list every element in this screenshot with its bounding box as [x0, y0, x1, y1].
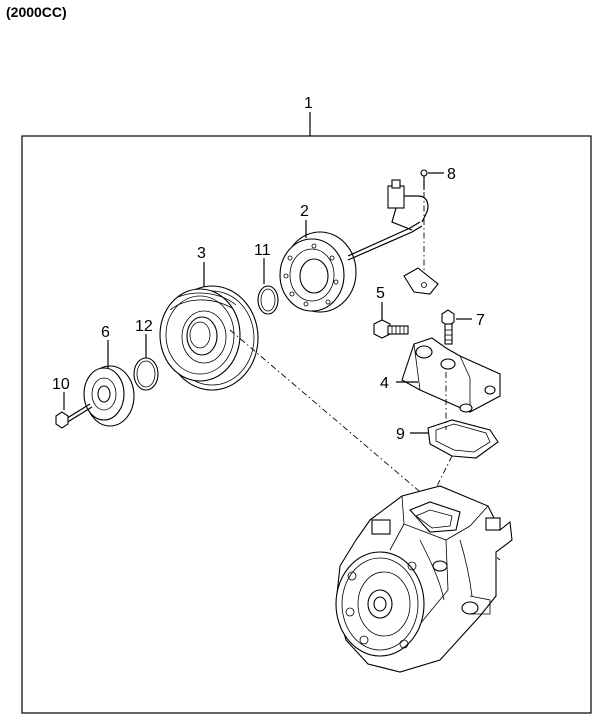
- callout-3[interactable]: 3: [197, 245, 206, 262]
- compressor-assembly[interactable]: [335, 485, 513, 673]
- callout-9[interactable]: 9: [396, 426, 405, 443]
- bolt-5-part[interactable]: [373, 319, 409, 339]
- callout-5[interactable]: 5: [376, 285, 385, 302]
- manifold-4-part[interactable]: [401, 337, 501, 413]
- page-title: (2000CC): [6, 4, 67, 20]
- callout-12[interactable]: 12: [135, 318, 153, 335]
- armature-plate-part[interactable]: [83, 365, 135, 427]
- field-coil-part[interactable]: [279, 231, 357, 313]
- bolt-7-part[interactable]: [441, 309, 455, 345]
- bolt-10-part[interactable]: [55, 403, 93, 429]
- snap-ring-12-part[interactable]: [133, 357, 159, 391]
- gasket-9-part[interactable]: [427, 419, 499, 459]
- callout-7[interactable]: 7: [476, 312, 485, 329]
- callout-4[interactable]: 4: [380, 375, 389, 392]
- callout-6[interactable]: 6: [101, 324, 110, 341]
- callout-8[interactable]: 8: [447, 166, 456, 183]
- wire-harness: [347, 179, 429, 261]
- snap-ring-11-part[interactable]: [257, 285, 279, 315]
- callout-2[interactable]: 2: [300, 203, 309, 220]
- callout-1[interactable]: 1: [304, 95, 313, 112]
- screw-8-part[interactable]: [420, 169, 428, 190]
- callout-11[interactable]: 11: [254, 242, 271, 259]
- bracket-part[interactable]: [403, 267, 439, 295]
- assembly-frame: [21, 135, 592, 714]
- callout-10[interactable]: 10: [52, 376, 70, 393]
- pulley-part[interactable]: [159, 285, 259, 391]
